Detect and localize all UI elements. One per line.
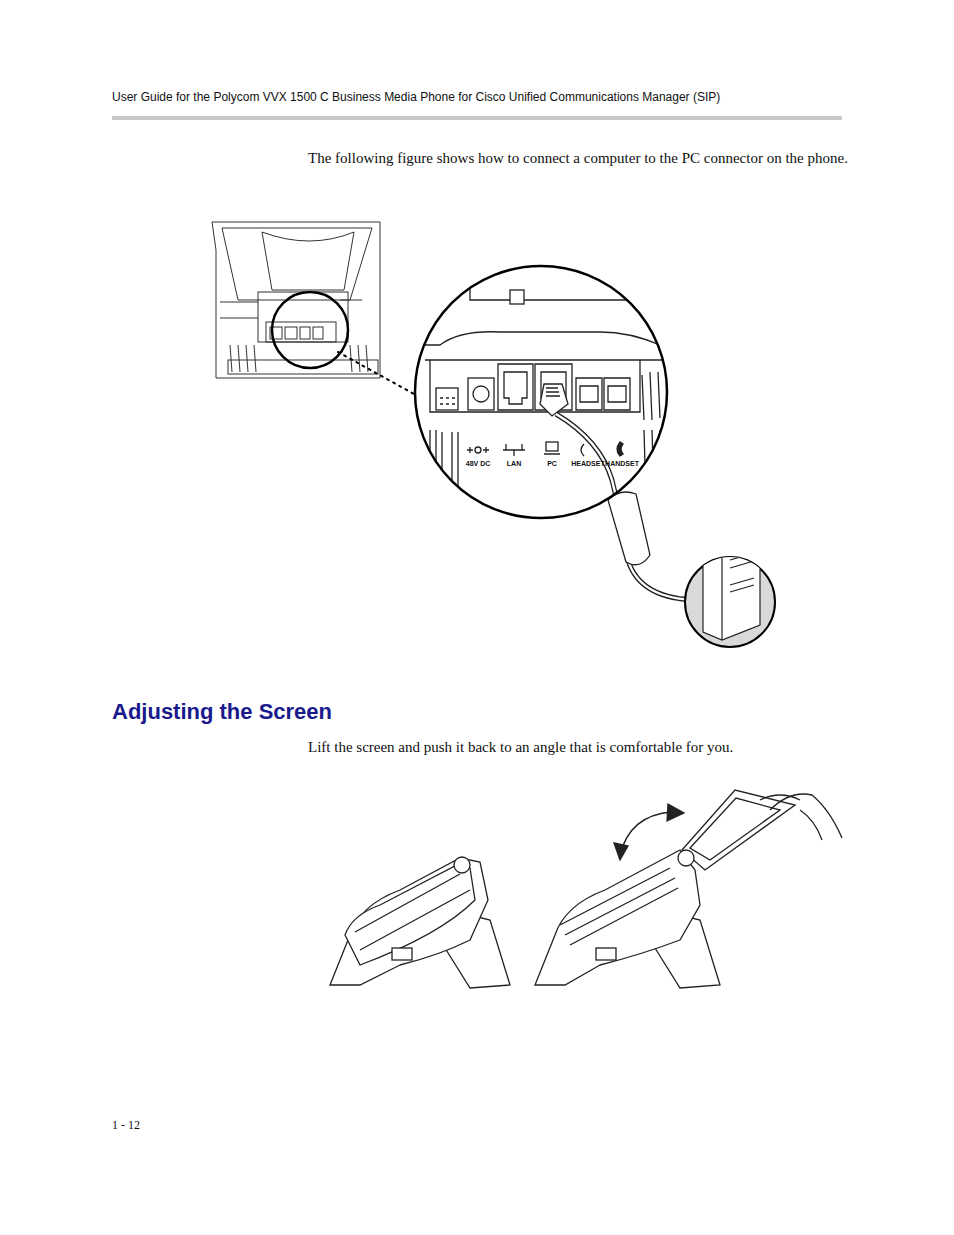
screen-adjust-phones xyxy=(330,790,842,988)
section-heading: Adjusting the Screen xyxy=(112,698,332,726)
body-text: Lift the screen and push it back to an a… xyxy=(308,738,848,757)
running-header: User Guide for the Polycom VVX 1500 C Bu… xyxy=(112,90,852,105)
header-rule xyxy=(112,116,842,120)
phone-back-view xyxy=(212,222,414,394)
port-label: HEADSET xyxy=(568,460,608,469)
port-label: LAN xyxy=(499,460,529,469)
port-label: PC xyxy=(537,460,567,469)
body-text: The following figure shows how to connec… xyxy=(308,149,848,169)
computer-tower xyxy=(685,535,775,647)
page-number: 1 - 12 xyxy=(112,1118,212,1133)
port-label: 48V DC xyxy=(453,460,503,469)
port-label: HANDSET xyxy=(602,460,642,469)
port-zoom xyxy=(415,266,700,600)
